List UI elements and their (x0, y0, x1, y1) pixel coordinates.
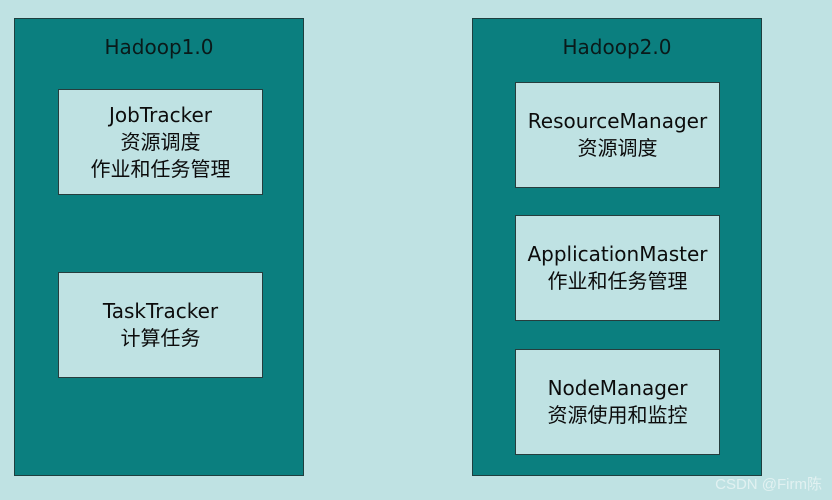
resourcemanager-role: 资源调度 (577, 136, 658, 160)
nodemanager-box: NodeManager 资源使用和监控 (515, 349, 720, 455)
applicationmaster-role: 作业和任务管理 (547, 269, 688, 293)
jobtracker-role-2: 作业和任务管理 (90, 156, 231, 181)
tasktracker-name: TaskTracker (102, 299, 219, 323)
nodemanager-name: NodeManager (547, 376, 688, 400)
tasktracker-box: TaskTracker 计算任务 (58, 272, 263, 378)
resourcemanager-name: ResourceManager (527, 109, 708, 133)
watermark: CSDN @Firm陈 (715, 476, 822, 493)
resourcemanager-box: ResourceManager 资源调度 (515, 82, 720, 188)
hadoop2-panel: Hadoop2.0 ResourceManager 资源调度 Applicati… (472, 18, 762, 476)
applicationmaster-name: ApplicationMaster (527, 242, 708, 266)
jobtracker-name: JobTracker (109, 102, 212, 127)
applicationmaster-box: ApplicationMaster 作业和任务管理 (515, 215, 720, 321)
jobtracker-box: JobTracker 资源调度 作业和任务管理 (58, 89, 263, 195)
tasktracker-role: 计算任务 (120, 326, 201, 350)
jobtracker-role-1: 资源调度 (120, 129, 201, 154)
nodemanager-role: 资源使用和监控 (547, 403, 688, 427)
hadoop2-title: Hadoop2.0 (562, 35, 672, 59)
hadoop1-panel: Hadoop1.0 JobTracker 资源调度 作业和任务管理 TaskTr… (14, 18, 304, 476)
hadoop1-title: Hadoop1.0 (104, 35, 214, 59)
